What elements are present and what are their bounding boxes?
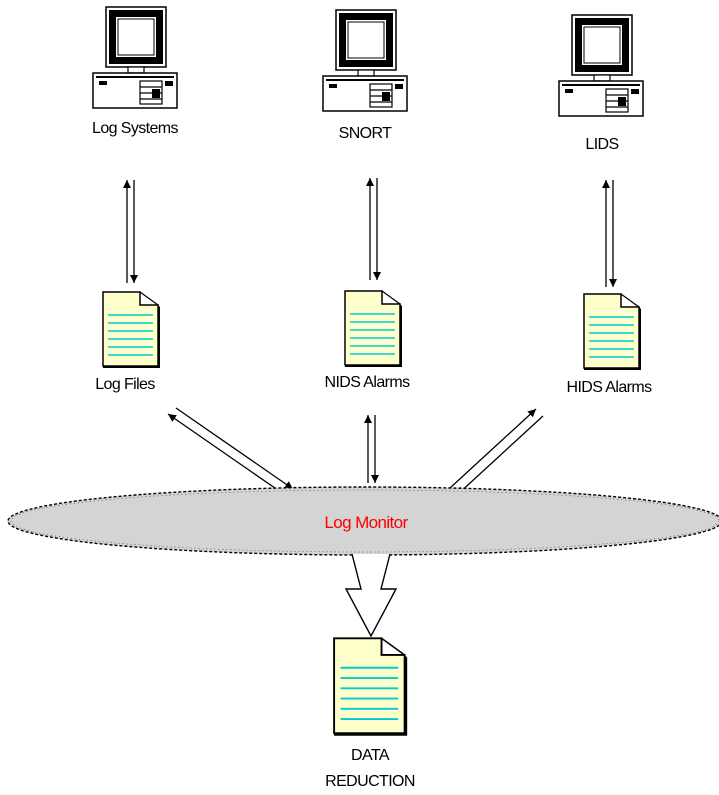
nids-alarms-monitor-arrows <box>364 415 379 483</box>
computer-icon <box>322 9 408 112</box>
nids-alarms-label: NIDS Alarms <box>325 374 411 391</box>
log-files-node: Log Files <box>95 291 161 393</box>
lids-node: LIDS <box>558 14 644 153</box>
hids-alarms-label: HIDS Alarms <box>567 379 653 396</box>
document-icon <box>583 293 642 371</box>
document-icon <box>333 637 409 737</box>
document-icon <box>102 291 161 369</box>
computer-icon <box>558 14 644 117</box>
hids-alarms-node: HIDS Alarms <box>567 293 653 396</box>
log-files-label: Log Files <box>95 376 155 393</box>
log-systems-file-arrows <box>123 180 138 283</box>
snort-node: SNORT <box>322 9 408 142</box>
data-reduction-label-line2: REDUCTION <box>325 773 415 790</box>
hids-alarms-monitor-arrows <box>449 408 544 496</box>
log-systems-label: Log Systems <box>92 120 178 137</box>
snort-label: SNORT <box>339 125 393 142</box>
log-monitor-label: Log Monitor <box>324 513 408 532</box>
reduction-arrow <box>344 553 398 638</box>
data-reduction-node: DATA REDUCTION <box>325 637 415 790</box>
snort-file-arrows <box>366 178 381 280</box>
log-files-monitor-arrows <box>167 407 294 496</box>
data-reduction-label-line1: DATA <box>351 747 390 764</box>
log-systems-node: Log Systems <box>92 6 179 137</box>
document-icon <box>344 290 403 368</box>
computer-icon <box>92 6 178 109</box>
log-monitor-hub: Log Monitor <box>7 486 719 556</box>
lids-file-arrows <box>602 180 617 287</box>
lids-label: LIDS <box>585 136 618 153</box>
nids-alarms-node: NIDS Alarms <box>325 290 411 391</box>
